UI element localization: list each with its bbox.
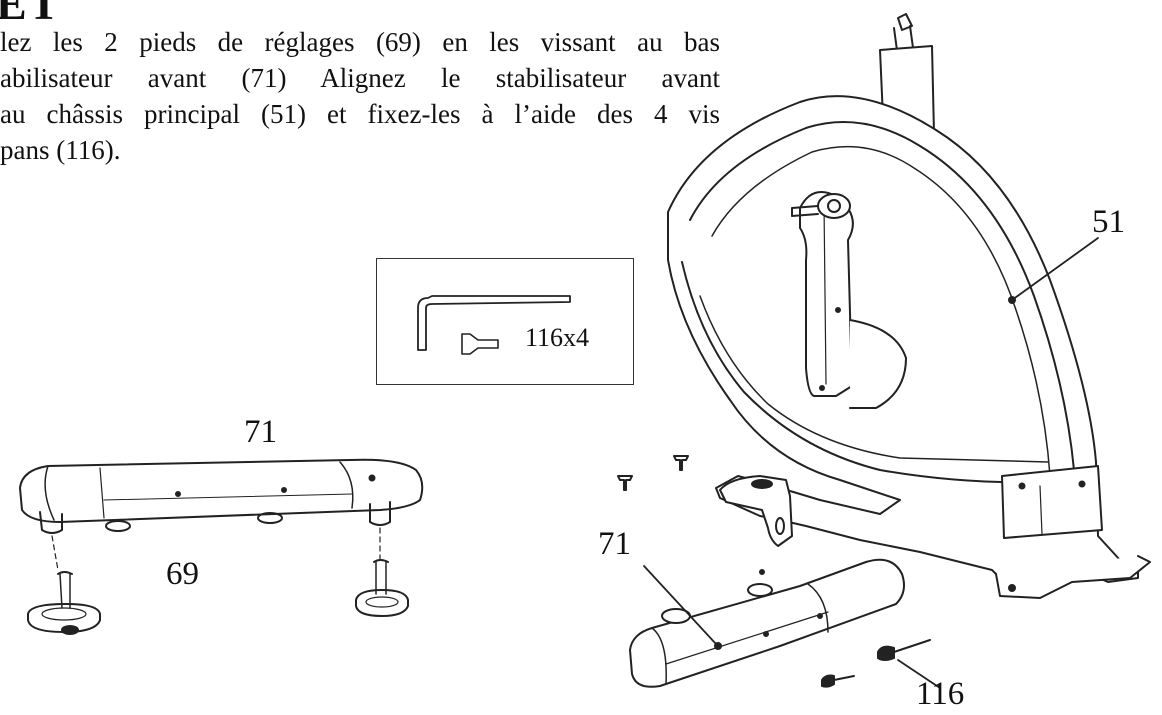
left-stabilizer-drawing [19, 458, 424, 635]
instruction-line-4: pans (116). [0, 135, 121, 165]
part-label-screws: 116 [916, 676, 965, 712]
instruction-text: lez les 2 pieds de réglages (69) en les … [0, 24, 720, 168]
main-frame-drawing [617, 13, 1151, 599]
part-label-stabilizer-left: 71 [244, 414, 277, 450]
instruction-line-2: abilisateur avant (71) Alignez le stabil… [0, 63, 720, 93]
section-heading: ET [0, 0, 62, 29]
instruction-line-1: lez les 2 pieds de réglages (69) en les … [0, 27, 720, 57]
part-label-frame: 51 [1092, 204, 1125, 240]
instruction-line-3: au châssis principal (51) et fixez-les à… [0, 99, 720, 129]
part-label-stabilizer-right: 71 [598, 526, 631, 562]
hardware-label: 116x4 [525, 323, 590, 352]
right-stabilizer-drawing [629, 558, 941, 689]
hardware-inset-box: 116x4 [376, 258, 634, 385]
part-label-feet: 69 [166, 556, 199, 592]
